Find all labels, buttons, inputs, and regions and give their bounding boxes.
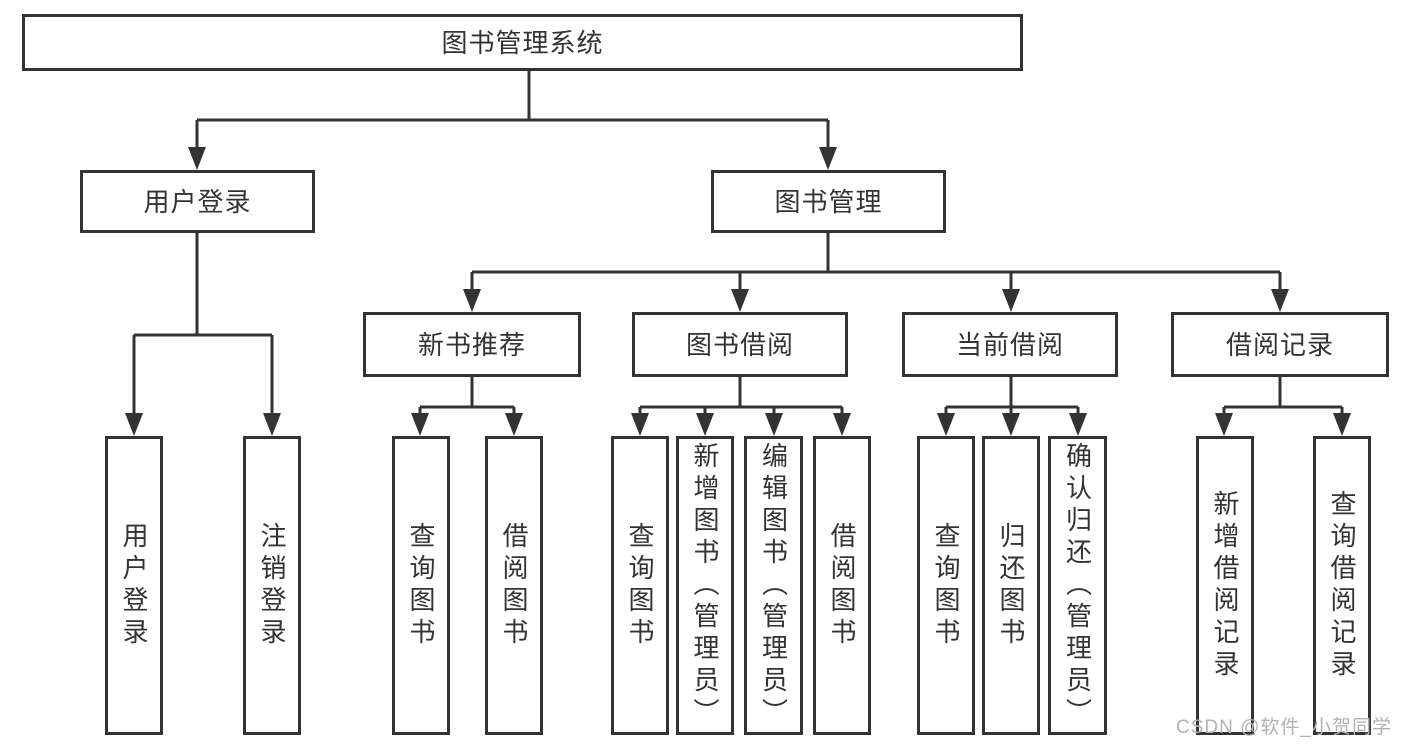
node-label: 当前借阅 [955, 329, 1064, 360]
node-label: 确认归还（管理员） [1062, 441, 1093, 730]
node-user-login-branch: 用户登录 [80, 170, 315, 233]
node-return-books: 归还图书 [982, 436, 1040, 735]
node-book-management-branch: 图书管理 [711, 170, 946, 233]
node-edit-books-admin: 编辑图书（管理员） [744, 436, 803, 735]
node-query-books-current: 查询图书 [917, 436, 975, 735]
node-label: 查询图书 [406, 521, 436, 650]
node-label: 借阅记录 [1225, 329, 1334, 360]
node-new-book-recommendation: 新书推荐 [363, 312, 581, 377]
node-label: 新增借阅记录 [1210, 489, 1240, 682]
csdn-watermark: CSDN @软件_小贺同学 [1176, 717, 1392, 738]
node-label: 归还图书 [996, 521, 1026, 650]
node-add-borrow-record: 新增借阅记录 [1196, 436, 1254, 735]
node-label: 图书管理系统 [441, 27, 604, 58]
node-library-management-system: 图书管理系统 [22, 14, 1023, 71]
node-add-books-admin: 新增图书（管理员） [676, 436, 734, 735]
node-borrowing-records: 借阅记录 [1171, 312, 1389, 377]
node-label: 查询借阅记录 [1327, 489, 1357, 682]
node-current-borrowing: 当前借阅 [902, 312, 1118, 377]
node-borrow-books-recommend: 借阅图书 [485, 436, 543, 735]
node-label: 注销登录 [257, 521, 287, 650]
node-label: 新增图书（管理员） [690, 441, 720, 730]
node-label: 查询图书 [931, 521, 961, 650]
node-label: 图书借阅 [685, 329, 794, 360]
tree-edges [132, 70, 1344, 418]
node-label: 编辑图书（管理员） [758, 441, 789, 730]
arrow-down-icons [125, 147, 1351, 436]
node-logout: 注销登录 [243, 436, 301, 735]
node-label: 借阅图书 [499, 521, 529, 650]
node-query-borrow-record: 查询借阅记录 [1313, 436, 1371, 735]
node-book-borrowing: 图书借阅 [632, 312, 848, 377]
node-label: 用户登录 [143, 186, 252, 217]
node-label: 新书推荐 [417, 329, 526, 360]
node-label: 图书管理 [774, 186, 883, 217]
node-label: 用户登录 [119, 521, 149, 650]
node-borrow-books: 借阅图书 [813, 436, 871, 735]
node-user-login: 用户登录 [105, 436, 163, 735]
node-query-books-recommend: 查询图书 [392, 436, 450, 735]
node-query-books-borrowing: 查询图书 [611, 436, 669, 735]
node-label: 借阅图书 [827, 521, 857, 650]
node-confirm-return-admin: 确认归还（管理员） [1048, 436, 1107, 735]
node-label: 查询图书 [625, 521, 655, 650]
